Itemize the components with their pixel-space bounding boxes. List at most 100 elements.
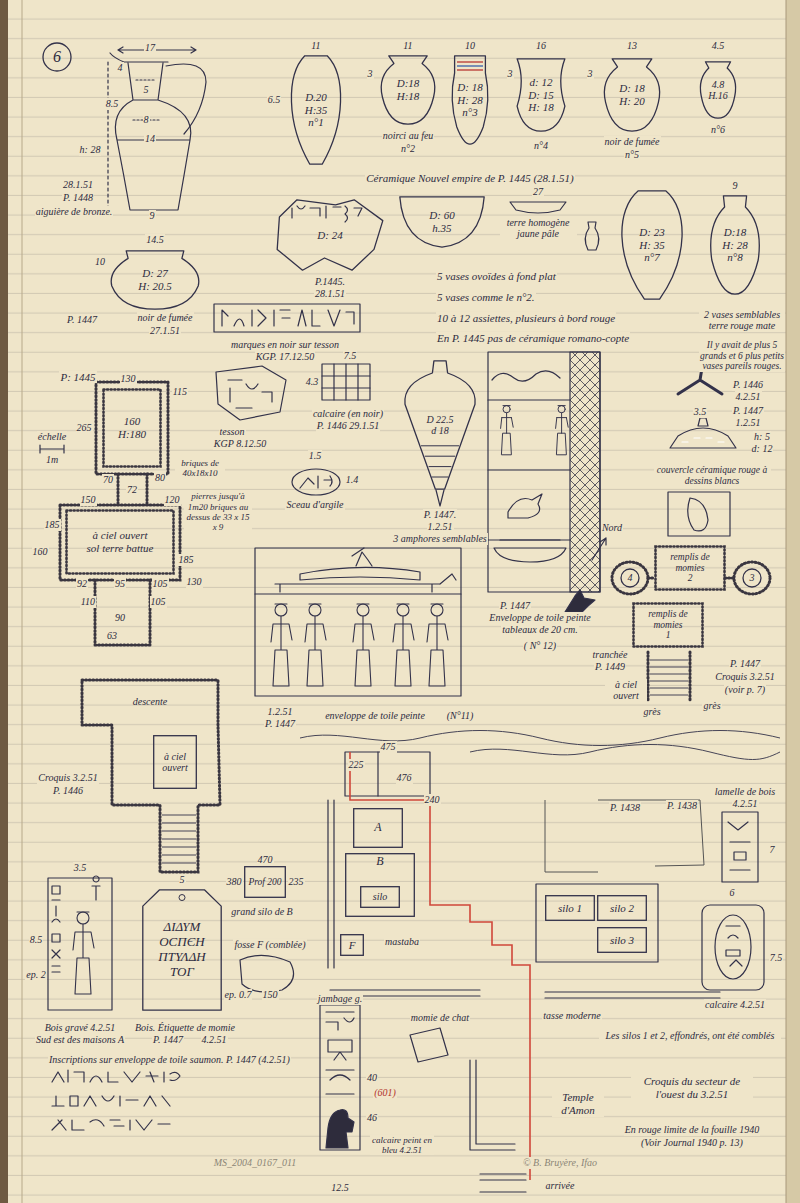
node-text: n°1 <box>305 116 328 129</box>
amphora-tip <box>436 490 444 506</box>
hieroglyph-rows <box>52 1070 180 1082</box>
node-text: D: 15 <box>528 89 553 102</box>
node-text: D 22.5 <box>426 414 453 426</box>
dimension-number: 4.2.51 <box>201 1034 228 1046</box>
node-text-group: silo 3 <box>610 934 634 947</box>
handwritten-note: arrivée <box>545 1180 576 1192</box>
painted-shroud-11 <box>352 548 372 566</box>
handwritten-note: Temple d'Amon <box>552 1091 604 1116</box>
limestone-grid <box>322 364 370 400</box>
handwritten-note: Inscriptions sur enveloppe de toile saum… <box>48 1054 291 1066</box>
dimension-number: 63 <box>106 630 118 642</box>
silo-box: silo <box>360 886 400 908</box>
node-text: d 18 <box>426 425 453 437</box>
painted-shroud-12 <box>501 406 514 455</box>
handwritten-note: n°2 <box>400 143 416 155</box>
dimension-number: 3.5 <box>73 862 88 874</box>
node-text: B <box>376 855 383 869</box>
shape-outline <box>452 56 488 144</box>
handwritten-note: En rouge limite de la fouille 1940 <box>624 1124 761 1136</box>
vase-outline: D.20H:35n°1 <box>285 55 347 165</box>
handwritten-note: calcaire 4.2.51 <box>704 999 766 1011</box>
dimension-number: 7.5 <box>343 350 358 362</box>
node-text-group: F <box>349 939 356 952</box>
handwritten-note: P. 1449 <box>594 661 626 673</box>
sherd-outline: D: 24 <box>275 199 385 271</box>
handwritten-note: P. 1447 <box>66 314 98 326</box>
dimension-number: 13 <box>626 40 638 52</box>
painted-shroud-12 <box>488 400 570 540</box>
handwritten-note: P.1445. <box>314 276 346 288</box>
shape-outline <box>277 200 383 270</box>
sector-plan <box>377 752 378 796</box>
dimension-number: 115 <box>172 386 188 398</box>
node-text: F <box>349 939 356 952</box>
painted-shroud-11 <box>300 567 420 580</box>
shape-outline <box>104 390 161 467</box>
node-text-group: D: 23H: 35n°7 <box>639 226 664 264</box>
dimension-number: 40 <box>366 1072 378 1084</box>
painted-shroud-12 <box>492 371 560 381</box>
shape-outline <box>111 251 199 309</box>
handwritten-note: P. 1446 29.1.51 <box>316 420 380 432</box>
painted-shroud-11 <box>305 604 326 686</box>
sector-plan <box>470 1060 515 1150</box>
dimension-number: 27 <box>532 186 544 198</box>
bronze-ewer <box>166 64 206 134</box>
shape-outline <box>245 867 286 898</box>
handwritten-note: grès <box>702 700 721 712</box>
wood-strip-and-cartouche <box>726 926 742 966</box>
tomb-chamber: remplis de momies1 <box>632 602 704 648</box>
painted-shroud-12 <box>565 590 595 612</box>
tomb-court: à ciel ouvertsol terre battue <box>65 509 175 575</box>
handwritten-note: aiguière de bronze. <box>35 206 114 218</box>
dimension-number: 150 <box>80 494 97 506</box>
node-text: 1 <box>636 630 700 641</box>
sector-plan <box>480 1174 526 1192</box>
dimension-number: 8.5 <box>29 934 44 946</box>
tomb-plan-p1446 <box>162 815 196 863</box>
node-text: n°3 <box>457 106 482 119</box>
mummy-label: ΔΙΔΥΜ ΟCΠЄΗ ΠΤΥΛΔΗ ΤΟΓ <box>142 889 222 1011</box>
shape-outline <box>621 569 639 587</box>
node-text: à ciel ouvert <box>72 529 168 542</box>
bronze-ewer <box>107 62 108 210</box>
handwritten-note: P. 1447. <box>423 509 457 521</box>
dimension-number: 28.1.51 <box>62 179 94 191</box>
tool-and-lid <box>682 438 724 442</box>
handwritten-note: grès <box>642 706 661 718</box>
dimension-number: 470 <box>257 854 274 866</box>
dimension-number: 12.5 <box>330 1182 350 1194</box>
dimension-number: 46 <box>366 1112 378 1124</box>
painted-shroud-12 <box>488 352 600 592</box>
shape-outline <box>622 191 682 299</box>
dimension-number: 185 <box>44 519 61 531</box>
node-text: D: 27 <box>138 267 172 280</box>
dimension-number: 4.2.51 <box>735 391 762 403</box>
painted-shroud-11 <box>271 604 292 686</box>
bowl-outline: D: 60h.35 <box>399 196 485 248</box>
chamber-number: 4 <box>620 568 640 588</box>
handwritten-note: Sceau d'argile <box>285 499 344 511</box>
tomb-plan-p1447 <box>592 538 606 560</box>
dimension-number: 95 <box>114 578 126 590</box>
handwritten-note: noir de fumée <box>604 136 661 148</box>
vase-outline: D:18H:18 <box>376 55 440 125</box>
node-text: à ciel ouvert <box>157 751 193 774</box>
handwritten-note: n°4 <box>533 140 549 152</box>
node-text-group: silo 2 <box>610 902 634 915</box>
node-text-group: D: 60h.35 <box>429 209 454 234</box>
handwritten-note: tasse moderne <box>542 1010 602 1022</box>
shape-outline <box>354 809 403 848</box>
tool-and-lid <box>668 492 730 536</box>
node-text: silo 3 <box>610 934 634 947</box>
painted-shroud-12 <box>508 494 542 518</box>
sector-plan <box>410 1028 448 1062</box>
sector-plan <box>470 745 780 760</box>
node-text-group: D:18H:18 <box>397 77 420 102</box>
silo-box: Prof 200 <box>244 866 286 898</box>
handwritten-note: Il y avait de plus 5 grands et 6 plus pe… <box>699 340 785 373</box>
tomb-plan-p1445 <box>96 382 168 474</box>
